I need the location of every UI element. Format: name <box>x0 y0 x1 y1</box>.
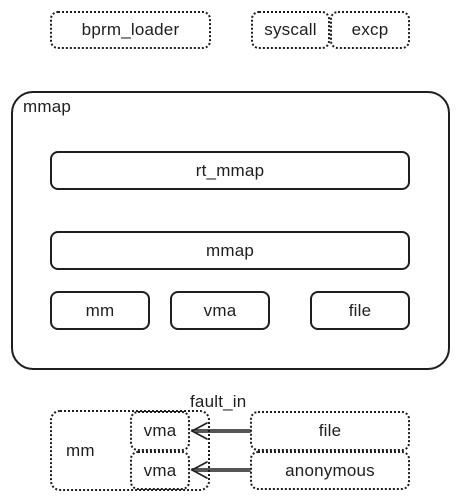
syscall-label: syscall <box>264 20 317 39</box>
file-box: file <box>310 291 410 330</box>
vma-label: vma <box>203 300 237 320</box>
vma-box: vma <box>170 291 270 330</box>
fault-vma-top-label: vma <box>143 421 177 440</box>
fault-vma-top-box: vma <box>130 411 190 451</box>
fault-file-label: file <box>318 421 342 440</box>
mmap-container <box>11 91 450 370</box>
fault-anonymous-label: anonymous <box>285 460 375 480</box>
rt-mmap-label: rt_mmap <box>195 160 265 180</box>
fault-vma-bottom-label: vma <box>143 460 177 480</box>
fault-mm-box <box>50 410 210 491</box>
mmap-container-title: mmap <box>23 97 72 116</box>
fault-in-title: fault_in <box>190 392 247 411</box>
file-label: file <box>348 300 372 320</box>
fault-mm-label: mm <box>66 441 95 460</box>
file-to-vma-arrow <box>190 422 251 440</box>
excp-box: excp <box>330 11 410 49</box>
anonymous-to-vma-arrow <box>190 461 251 479</box>
fault-anonymous-box: anonymous <box>250 451 410 490</box>
mm-label: mm <box>85 300 115 320</box>
mmap-box: mmap <box>50 231 410 270</box>
syscall-box: syscall <box>251 11 330 49</box>
bprm-loader-label: bprm_loader <box>81 20 180 39</box>
rt-mmap-box: rt_mmap <box>50 151 410 190</box>
mm-box: mm <box>50 291 150 330</box>
fault-vma-bottom-box: vma <box>130 451 190 490</box>
excp-label: excp <box>351 20 389 39</box>
bprm-loader-box: bprm_loader <box>50 11 211 49</box>
fault-file-box: file <box>250 411 410 451</box>
mmap-label: mmap <box>205 240 255 260</box>
